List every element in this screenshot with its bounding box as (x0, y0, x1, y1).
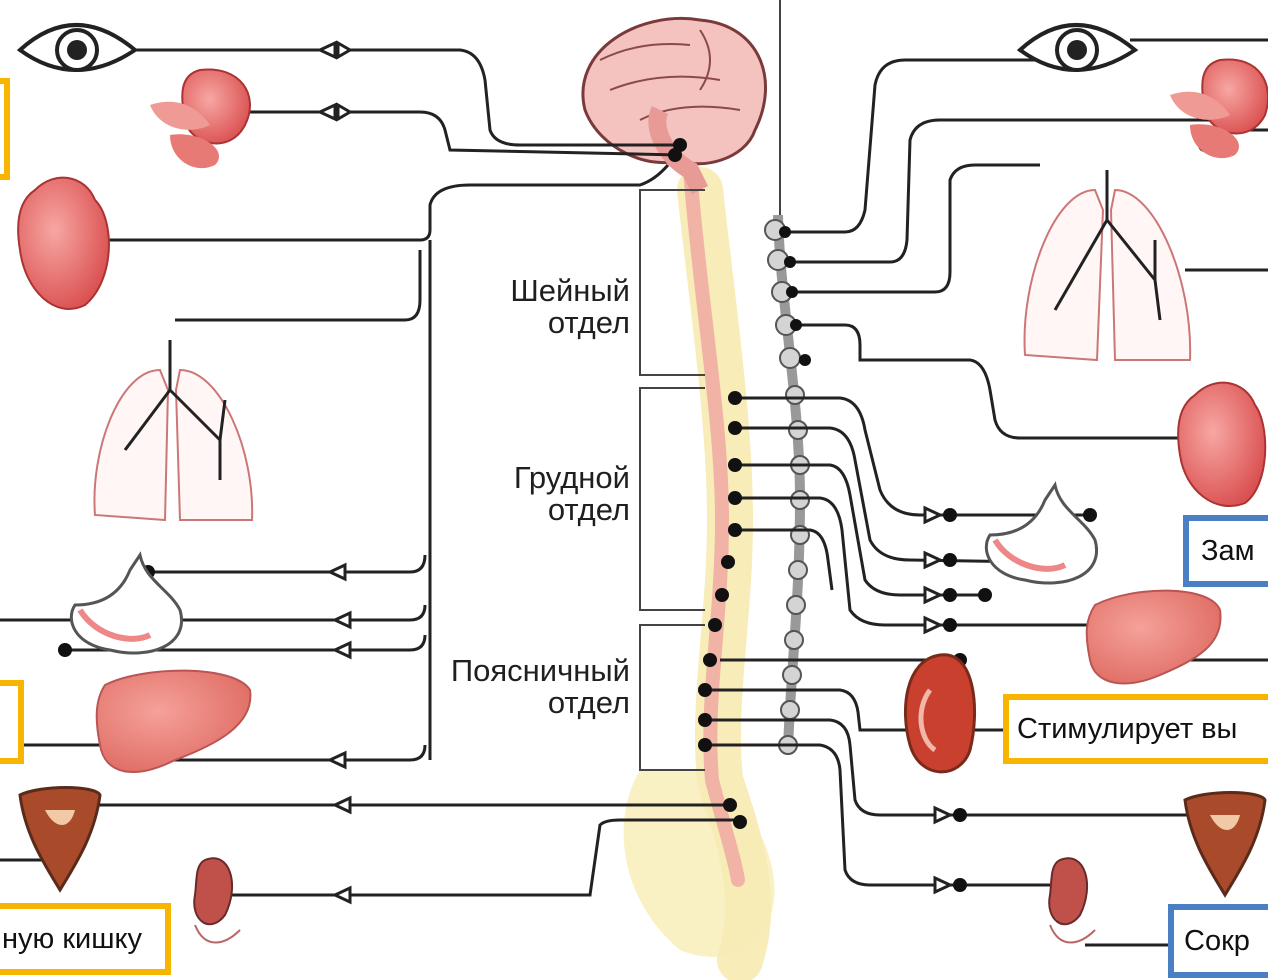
lumbar-section-label: Поясничный отдел (420, 655, 630, 719)
lungs-icon (94, 340, 252, 520)
heart-icon (18, 178, 109, 309)
thoracic-section-label: Грудной отдел (460, 462, 630, 526)
brain-icon (583, 18, 766, 190)
genitals-icon (194, 858, 240, 942)
label-box-left-top (0, 78, 10, 180)
salivary-gland-icon (1170, 59, 1268, 158)
heart-icon (1178, 383, 1265, 506)
left-arrowheads (320, 43, 350, 902)
label-box-right-slows: Зам (1183, 515, 1268, 587)
kidney-icon (905, 655, 974, 772)
stomach-icon (71, 555, 181, 653)
label-box-right-contracts: Сокр (1168, 904, 1268, 978)
sacrum-shape (624, 770, 775, 957)
ganglion-chain (765, 215, 809, 754)
cervical-section-label: Шейный отдел (460, 275, 630, 339)
spinal-column (624, 170, 775, 960)
eye-icon (1020, 25, 1135, 70)
stomach-icon (986, 485, 1096, 583)
label-box-left-middle (0, 680, 24, 764)
liver-icon (97, 671, 251, 772)
label-box-left-bottom: ную кишку (0, 903, 171, 975)
lungs-icon (1025, 170, 1191, 360)
label-box-right-stimulates: Стимулирует вы (1003, 694, 1268, 764)
right-nerve-lines (705, 40, 1268, 945)
genitals-icon (1049, 858, 1095, 942)
liver-icon (1087, 591, 1221, 684)
bladder-icon (20, 788, 100, 891)
salivary-gland-icon (150, 69, 250, 168)
eye-icon (20, 25, 135, 70)
bladder-icon (1185, 793, 1265, 896)
